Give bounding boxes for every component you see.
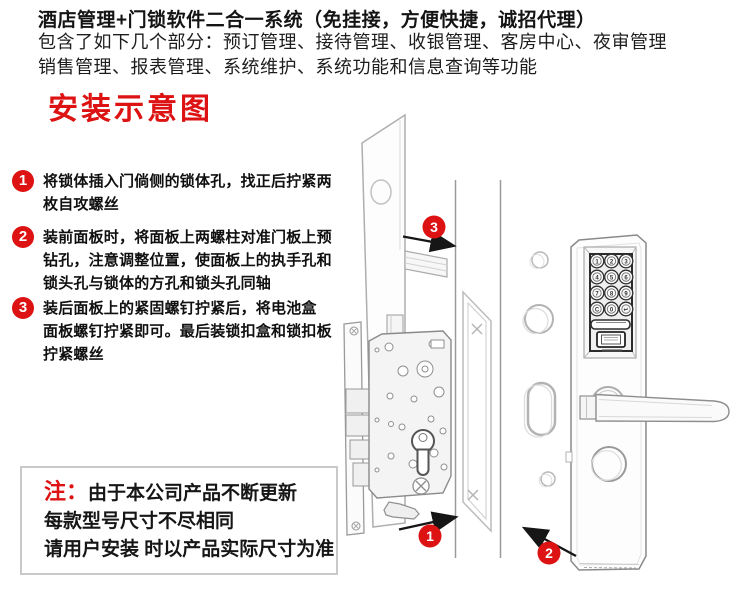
- svg-text:6: 6: [624, 275, 628, 281]
- step-1-line-2: 枚自攻螺丝: [43, 196, 120, 213]
- feature-description-line-1: 包含了如下几个部分：预订管理、接待管理、收银管理、客房中心、夜审管理: [38, 32, 667, 52]
- installation-diagram: 1 2 3 4 5 6 7 8 9 C 0 ↵: [343, 113, 730, 571]
- marker-circle-1: 1: [418, 524, 442, 548]
- key-6: 6: [618, 269, 634, 285]
- step-3-line-3: 拧紧螺丝: [43, 346, 104, 363]
- key-1: 1: [589, 253, 605, 269]
- key-3: 3: [618, 253, 634, 269]
- door-drill-holes: [522, 251, 557, 488]
- key-5: 5: [604, 269, 619, 285]
- key-8: 8: [604, 285, 619, 301]
- step-text-1: 将锁体插入门倘侧的锁体孔，找正后拧紧两 枚自攻螺丝: [43, 170, 332, 216]
- key-7: 7: [589, 285, 605, 301]
- step-2-line-1: 装前面板时，将面板上两螺柱对准门板上预: [43, 229, 332, 246]
- step-item-1: 1 将锁体插入门倘侧的锁体孔，找正后拧紧两 枚自攻螺丝: [12, 170, 342, 216]
- probe-reader: [596, 331, 626, 352]
- mortise-lock-body: [343, 314, 452, 536]
- svg-text:↵: ↵: [623, 307, 628, 313]
- svg-text:2: 2: [610, 259, 614, 265]
- note-line-3: 请用户安装 时以产品实际尺寸为准: [44, 539, 335, 560]
- step-3-line-1: 装后面板上的紧固螺钉拧紧后，将电池盒: [43, 300, 317, 317]
- keypad-buttons: 1 2 3 4 5 6 7 8 9 C 0 ↵: [589, 253, 634, 317]
- marker-arrow-3: [402, 230, 457, 253]
- step-text-3: 装后面板上的紧固螺钉拧紧后，将电池盒 面板螺钉拧紧即可。最后装锁扣盒和锁扣板 拧…: [43, 297, 332, 366]
- svg-text:9: 9: [624, 291, 628, 297]
- lock-body-cutout: [462, 290, 492, 533]
- key-9: 9: [618, 285, 634, 301]
- page-title: 酒店管理+门锁软件二合一系统（免挂接，方便快捷，诚招代理）: [38, 10, 596, 31]
- step-number-badge-2: 2: [12, 226, 34, 248]
- euro-cylinder: [411, 429, 435, 476]
- door-panel: [454, 180, 502, 558]
- svg-text:8: 8: [610, 291, 614, 297]
- note-line-2: 每款型号尺寸不尽相同: [44, 511, 235, 532]
- svg-text:1: 1: [595, 259, 599, 265]
- svg-text:5: 5: [610, 275, 614, 281]
- key-cylinder-hole: [591, 446, 627, 482]
- svg-text:7: 7: [595, 291, 599, 297]
- key-4: 4: [589, 269, 605, 285]
- key-enter: ↵: [618, 301, 634, 317]
- plate-hole: [370, 179, 392, 205]
- door-handle-lever: [579, 393, 730, 423]
- svg-text:3: 3: [624, 259, 628, 265]
- svg-text:0: 0: [610, 307, 614, 313]
- svg-text:4: 4: [595, 275, 599, 281]
- step-item-3: 3 装后面板上的紧固螺钉拧紧后，将电池盒 面板螺钉拧紧即可。最后装锁扣盒和锁扣板…: [12, 297, 342, 366]
- card-slot: [590, 319, 631, 330]
- step-number-badge-1: 1: [12, 170, 34, 192]
- step-text-2: 装前面板时，将面板上两螺柱对准门板上预 钻孔，注意调整位置，使面板上的执手孔和 …: [43, 226, 332, 295]
- section-title-installation-diagram: 安装示意图: [48, 93, 213, 126]
- step-1-line-1: 将锁体插入门倘侧的锁体孔，找正后拧紧两: [43, 173, 332, 190]
- key-2: 2: [604, 253, 619, 269]
- note-line-1-text: 由于本公司产品不断更新: [88, 483, 298, 504]
- handle-spindle-bar: [404, 250, 448, 278]
- diagram-markers: 3 1 2: [398, 215, 577, 565]
- phillips-screw: [412, 477, 430, 495]
- marker-circle-3: 3: [422, 215, 446, 239]
- hook-bolt: [383, 501, 420, 520]
- note-prefix: 注：: [44, 479, 89, 504]
- lock-case: [368, 330, 452, 499]
- keypad-panel: 1 2 3 4 5 6 7 8 9 C 0 ↵: [565, 234, 730, 571]
- step-3-line-2: 面板螺钉拧紧即可。最后装锁扣盒和锁扣板: [43, 323, 332, 340]
- step-2-line-3: 锁头孔与锁体的方孔和锁头孔同轴: [43, 275, 272, 292]
- panel-side-tab: [565, 451, 573, 463]
- feature-description: 包含了如下几个部分：预订管理、接待管理、收银管理、客房中心、夜审管理 销售管理、…: [38, 30, 667, 80]
- key-clear: C: [589, 301, 605, 317]
- note-box: 注：由于本公司产品不断更新 每款型号尺寸不尽相同 请用户安装 时以产品实际尺寸为…: [20, 466, 338, 575]
- svg-text:2: 2: [545, 545, 553, 561]
- svg-text:3: 3: [430, 219, 438, 235]
- note-line-1: 注：由于本公司产品不断更新: [44, 478, 336, 508]
- step-2-line-2: 钻孔，注意调整位置，使面板上的执手孔和: [43, 252, 332, 269]
- step-number-badge-3: 3: [12, 297, 34, 319]
- marker-arrow-1: [398, 511, 459, 533]
- step-item-2: 2 装前面板时，将面板上两螺柱对准门板上预 钻孔，注意调整位置，使面板上的执手孔…: [12, 226, 342, 295]
- key-0: 0: [604, 301, 619, 317]
- svg-text:C: C: [595, 307, 600, 313]
- marker-circle-2: 2: [537, 541, 561, 565]
- svg-text:1: 1: [426, 528, 434, 544]
- feature-description-line-2: 销售管理、报表管理、系统维护、系统功能和信息查询等功能: [38, 57, 538, 77]
